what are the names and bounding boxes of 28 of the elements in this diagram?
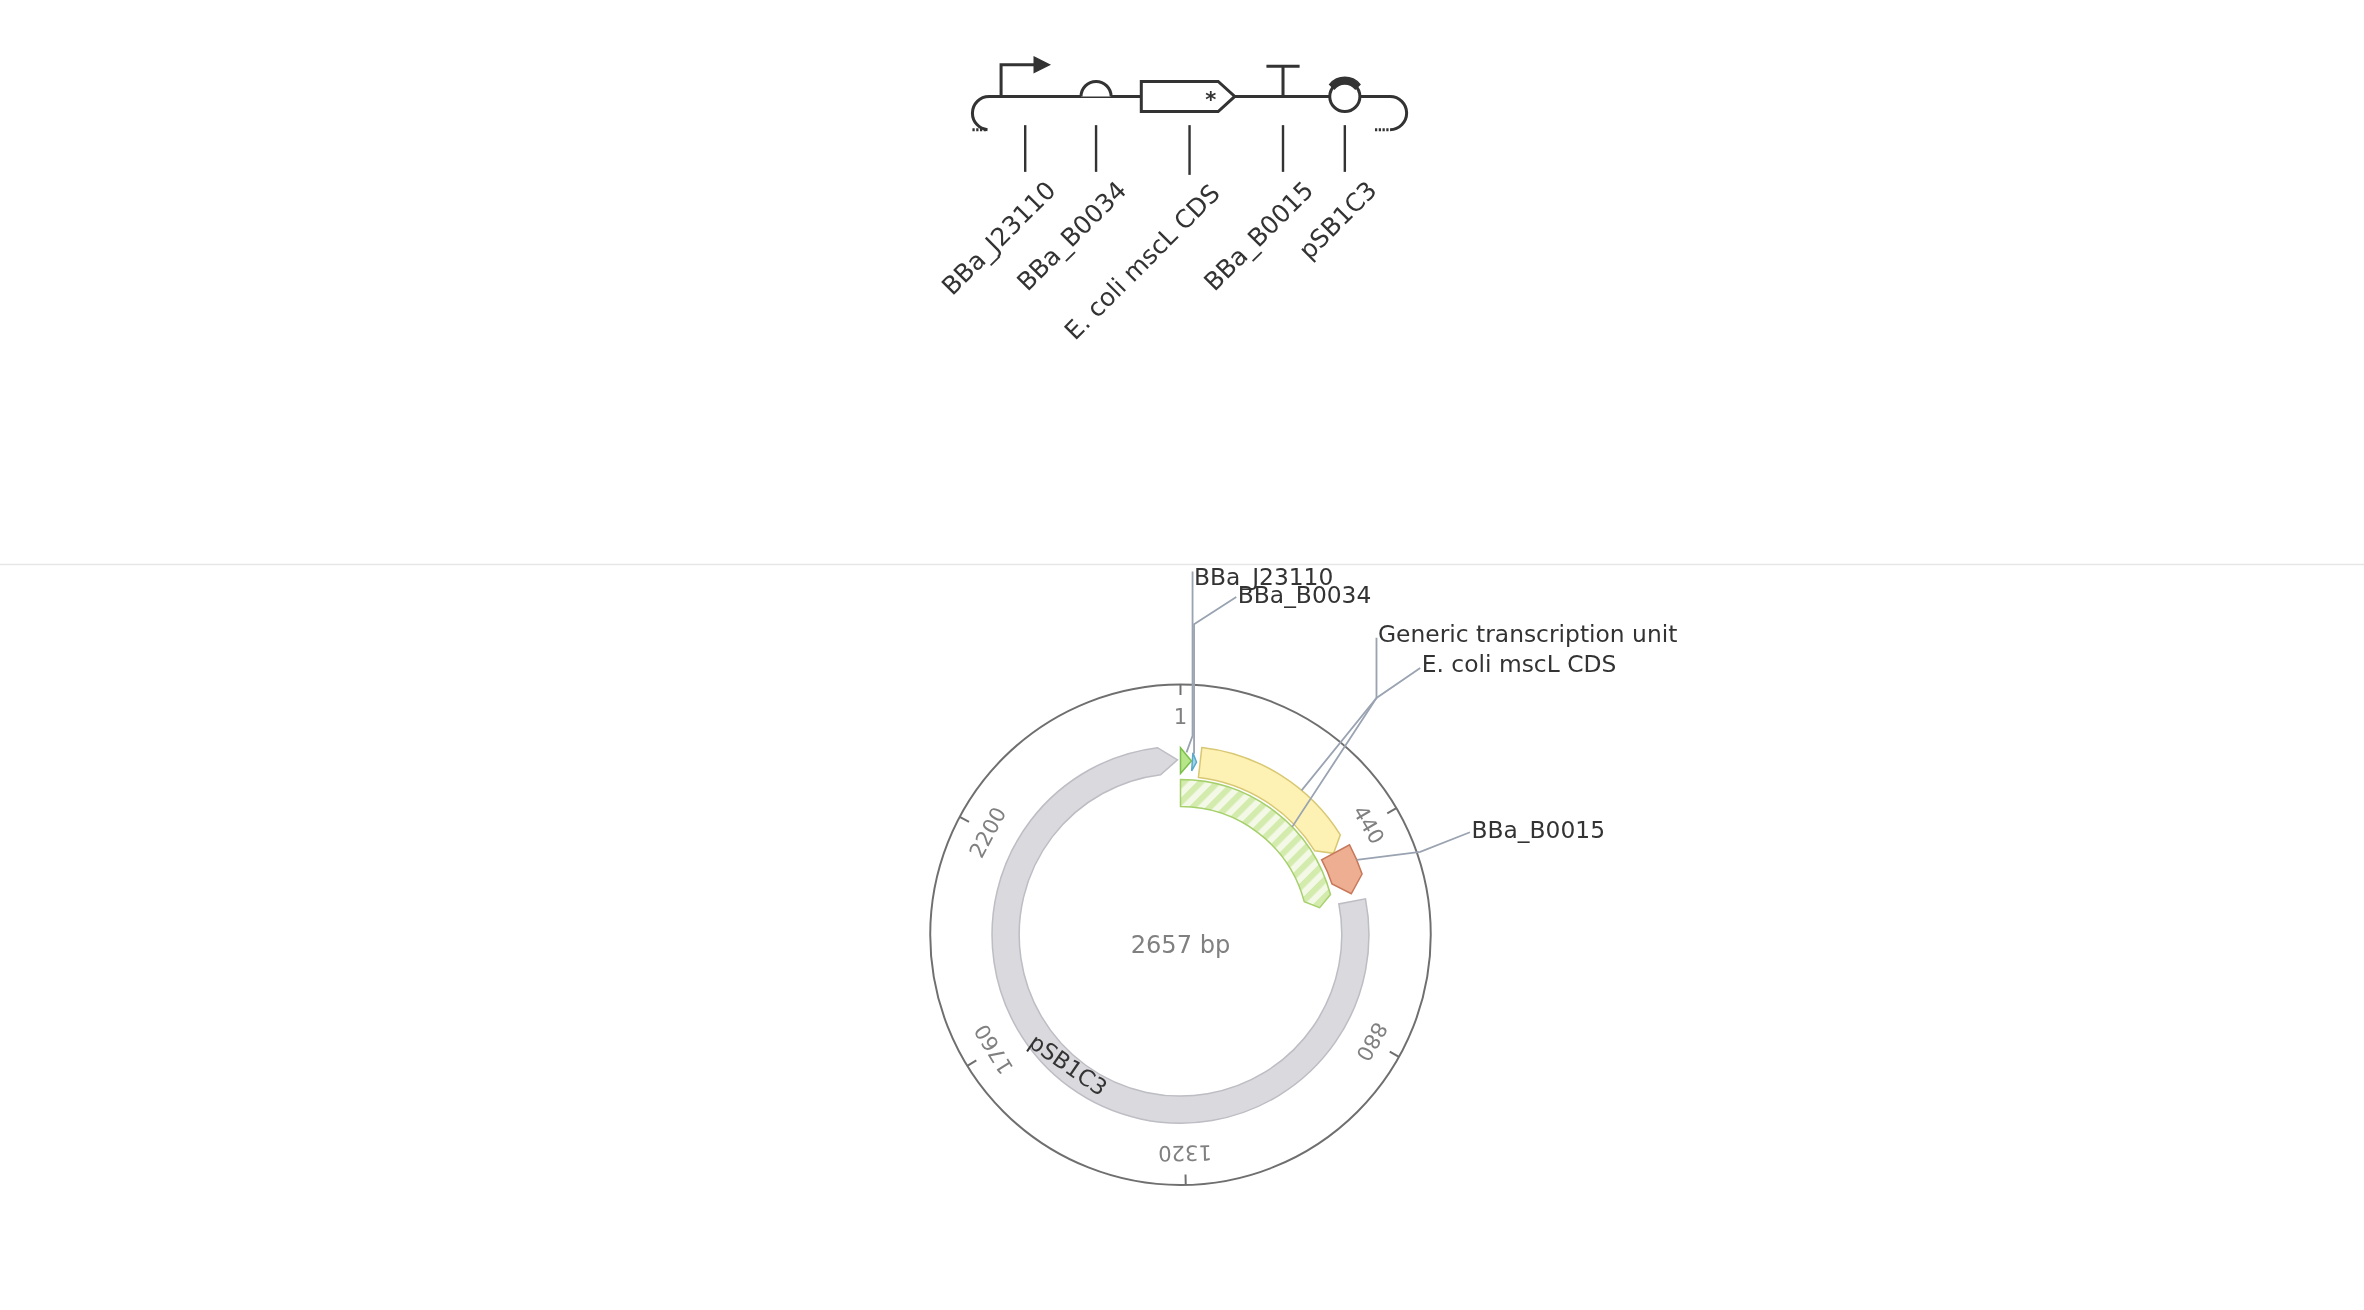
tick-label: 880 xyxy=(1352,1018,1391,1065)
leader-line xyxy=(1024,125,1027,172)
leader-line xyxy=(1343,125,1347,172)
feature-name-label: Generic transcription unit xyxy=(1378,624,1678,648)
leader-line xyxy=(1291,636,1378,828)
promoter-glyph xyxy=(999,56,1051,97)
transcription-unit-feature xyxy=(1179,778,1332,909)
feature-name-label: BBa_B0015 xyxy=(1471,820,1606,844)
terminator-feature xyxy=(1320,844,1363,895)
origin-glyph xyxy=(1328,76,1362,114)
leader-line xyxy=(1185,570,1194,754)
asterisk-mark: * xyxy=(1205,87,1217,113)
leader-line xyxy=(1355,831,1471,861)
sequence-length-label: 2657 bp xyxy=(1130,933,1231,958)
feature-name-label: E. coli mscL CDS xyxy=(1421,654,1617,678)
feature-marker xyxy=(1179,745,1193,776)
leader-line xyxy=(1281,125,1285,172)
rbs-glyph xyxy=(1079,79,1113,98)
tick-label: 1 xyxy=(1173,705,1188,727)
terminator-glyph xyxy=(1264,64,1302,98)
leader-line xyxy=(1300,667,1422,792)
cds-feature xyxy=(1197,746,1342,855)
cds-glyph xyxy=(1139,79,1237,114)
leader-line xyxy=(1188,125,1191,175)
leader-line xyxy=(1094,125,1098,172)
tick-label: 440 xyxy=(1349,801,1389,847)
leader-line xyxy=(1193,596,1238,755)
tick-label: 1320 xyxy=(1158,1142,1213,1165)
